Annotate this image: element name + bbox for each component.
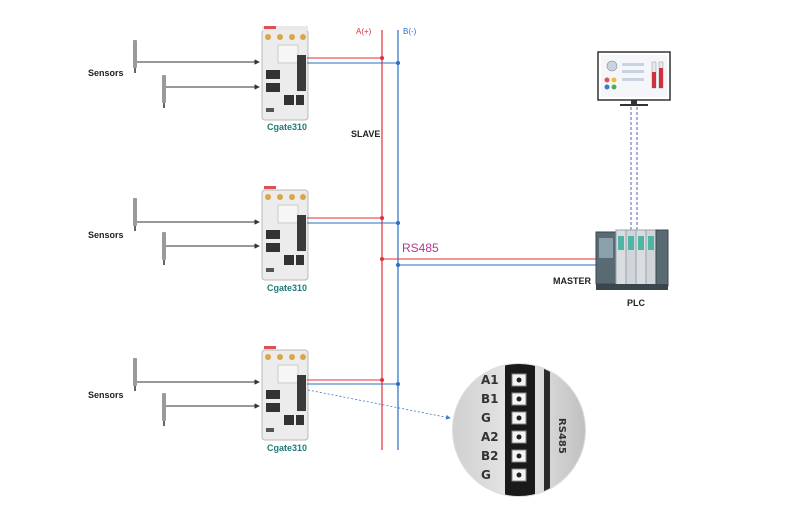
terminal-screw-hole bbox=[516, 396, 522, 402]
sensors-label: Sensors bbox=[88, 230, 124, 240]
device-name-label: Cgate310 bbox=[267, 443, 307, 453]
sensor-probe bbox=[133, 198, 137, 231]
terminal-pin-label: G bbox=[481, 468, 491, 482]
rs485-label: RS485 bbox=[402, 241, 439, 255]
terminal-pin-label: A1 bbox=[481, 373, 499, 387]
bus-a-junction bbox=[380, 56, 384, 60]
sensor-probe bbox=[162, 232, 166, 265]
slave-device-group-1: Sensors Cgate310 bbox=[88, 26, 400, 132]
terminal-pin-label: B1 bbox=[481, 392, 499, 406]
plc-label: PLC bbox=[627, 298, 646, 308]
bus-a-junction bbox=[380, 378, 384, 382]
device-name-label: Cgate310 bbox=[267, 283, 307, 293]
device-name-label: Cgate310 bbox=[267, 122, 307, 132]
slave-device-group-3: Sensors Cgate310 bbox=[88, 346, 451, 453]
slave-label: SLAVE bbox=[351, 129, 380, 139]
terminal-screw-hole bbox=[516, 377, 522, 383]
terminal-pin-label: B2 bbox=[481, 449, 499, 463]
bus-a-junction bbox=[380, 216, 384, 220]
terminal-header-label: RS485 bbox=[556, 418, 567, 454]
sensor-probe bbox=[162, 393, 166, 426]
plc-bus-b-junction bbox=[396, 263, 400, 267]
cgate-gateway bbox=[261, 346, 309, 441]
bus-b-junction bbox=[396, 61, 400, 65]
bus-a-label: A(+) bbox=[356, 27, 372, 36]
sensors-label: Sensors bbox=[88, 68, 124, 78]
terminal-screw-hole bbox=[516, 415, 522, 421]
terminal-pin-label: A2 bbox=[481, 430, 499, 444]
sensors-label: Sensors bbox=[88, 390, 124, 400]
slave-device-group-2: Sensors Cgate310 bbox=[88, 186, 400, 293]
terminal-pin-label: G bbox=[481, 411, 491, 425]
bus-b-label: B(-) bbox=[403, 27, 417, 36]
plc-bus-a-junction bbox=[380, 257, 384, 261]
bus-b-junction bbox=[396, 221, 400, 225]
master-label: MASTER bbox=[553, 276, 592, 286]
cgate-gateway bbox=[261, 26, 309, 121]
sensor-probe bbox=[162, 75, 166, 108]
hmi-monitor bbox=[597, 51, 671, 106]
bus-b-junction bbox=[396, 382, 400, 386]
sensor-probe bbox=[133, 40, 137, 73]
cgate-gateway bbox=[261, 186, 309, 281]
sensor-probe bbox=[133, 358, 137, 391]
plc-device bbox=[595, 229, 669, 290]
terminal-screw-hole bbox=[516, 434, 522, 440]
terminal-screw-hole bbox=[516, 453, 522, 459]
terminal-screw-hole bbox=[516, 472, 522, 478]
zoom-callout-arrow bbox=[307, 389, 451, 420]
